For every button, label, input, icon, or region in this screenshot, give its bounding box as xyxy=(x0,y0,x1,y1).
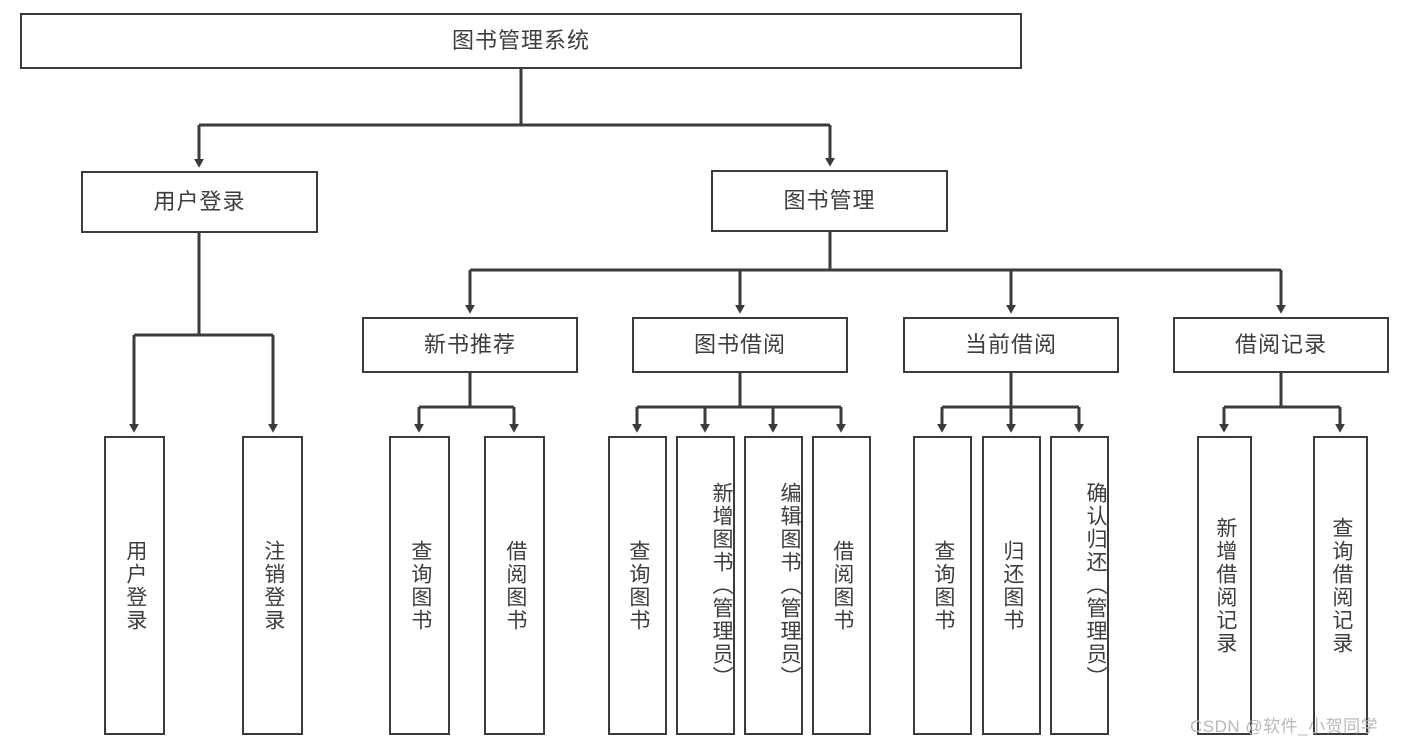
node-leaf-13[interactable]: 查询借阅记录 xyxy=(1313,436,1368,735)
node-level3-3[interactable]: 当前借阅 xyxy=(903,317,1119,373)
node-leaf-6[interactable]: 新增图书（管理员） xyxy=(676,436,735,735)
node-leaf-2[interactable]: 注销登录 xyxy=(242,436,303,735)
node-leaf-1[interactable]: 用户登录 xyxy=(104,436,165,735)
node-leaf-11[interactable]: 确认归还（管理员） xyxy=(1050,436,1109,735)
node-leaf-3[interactable]: 查询图书 xyxy=(389,436,450,735)
node-leaf-10[interactable]: 归还图书 xyxy=(982,436,1041,735)
csdn-watermark: CSDN @软件_小贺同学 xyxy=(1190,717,1379,736)
node-leaf-8[interactable]: 借阅图书 xyxy=(812,436,871,735)
node-leaf-9[interactable]: 查询图书 xyxy=(913,436,972,735)
node-leaf-7[interactable]: 编辑图书（管理员） xyxy=(744,436,803,735)
node-leaf-5[interactable]: 查询图书 xyxy=(608,436,667,735)
node-level2-1[interactable]: 用户登录 xyxy=(81,171,318,233)
node-leaf-12[interactable]: 新增借阅记录 xyxy=(1197,436,1252,735)
node-level2-2[interactable]: 图书管理 xyxy=(711,170,948,232)
node-root[interactable]: 图书管理系统 xyxy=(20,13,1022,69)
node-level3-4[interactable]: 借阅记录 xyxy=(1173,317,1389,373)
node-leaf-4[interactable]: 借阅图书 xyxy=(484,436,545,735)
node-level3-1[interactable]: 新书推荐 xyxy=(362,317,578,373)
node-level3-2[interactable]: 图书借阅 xyxy=(632,317,848,373)
